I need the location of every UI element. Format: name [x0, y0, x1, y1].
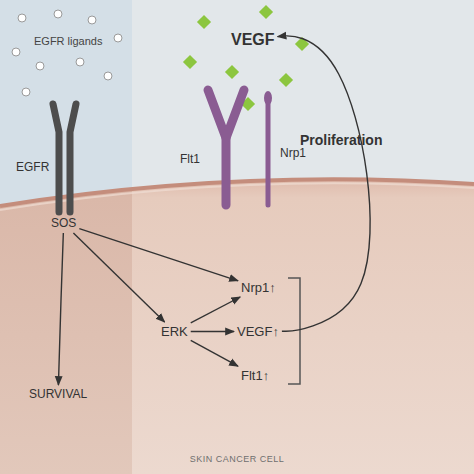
outcome-label: SURVIVAL [26, 385, 90, 404]
signal-arrow [79, 229, 238, 281]
kinase-label: ERK [158, 322, 191, 341]
ligand-circle [54, 10, 62, 18]
receptor-chain [208, 90, 226, 205]
gene-label: Flt1↑ [238, 366, 272, 385]
vegf-diamond [279, 73, 293, 87]
nrp1-receptor [264, 91, 272, 205]
node-text: Nrp1↑ [241, 280, 276, 295]
node-text: VEGF↑ [237, 324, 279, 339]
vegf-diamond [259, 5, 273, 19]
ligand-circle [114, 34, 122, 42]
receptor-chain [226, 90, 244, 138]
ligand-circle [76, 58, 84, 66]
ligand-label: VEGF [228, 30, 278, 49]
flt1-receptor [208, 90, 244, 205]
signal-arrow [73, 233, 164, 322]
cell-caption: SKIN CANCER CELL [137, 452, 337, 466]
signal-arrow [58, 233, 63, 385]
vegf-diamond [295, 37, 309, 51]
adaptor-label: SOS [48, 214, 79, 233]
receptor-chain [70, 104, 76, 212]
egfr-receptor [53, 104, 76, 212]
signal-arrow [191, 297, 240, 323]
gene-label: Nrp1↑ [238, 278, 279, 297]
node-text: ERK [161, 324, 188, 339]
ligand-circle [18, 14, 26, 22]
ligand-circle [12, 48, 20, 56]
edge-label: Proliferation [300, 132, 382, 148]
receptor-knob [264, 91, 272, 105]
feedback-arrow [278, 36, 371, 331]
ligand-circle [22, 88, 30, 96]
group-bracket [288, 278, 300, 384]
ligand-group [12, 10, 122, 96]
gene-label: VEGF↑ [234, 322, 282, 341]
node-text: SURVIVAL [29, 387, 87, 402]
signal-arrow [191, 331, 234, 332]
node-text: Flt1↑ [241, 368, 269, 383]
vegf-diamond [197, 15, 211, 29]
receptor-name: Flt1 [180, 152, 200, 166]
extracellular-panel [0, 0, 132, 474]
vegf-diamond [225, 65, 239, 79]
signal-arrow [191, 340, 238, 366]
receptor-chain [266, 100, 271, 205]
node-text: VEGF [231, 32, 275, 47]
ligand-circle [104, 72, 112, 80]
receptor-chain [53, 104, 59, 212]
ligand-circle [36, 62, 44, 70]
receptor-name: Nrp1 [280, 146, 306, 160]
vegf-diamond [183, 55, 197, 69]
ligand-name: EGFR ligands [34, 34, 102, 48]
receptor-name: EGFR [16, 160, 49, 174]
node-text: SOS [51, 216, 76, 231]
ligand-circle [88, 16, 96, 24]
